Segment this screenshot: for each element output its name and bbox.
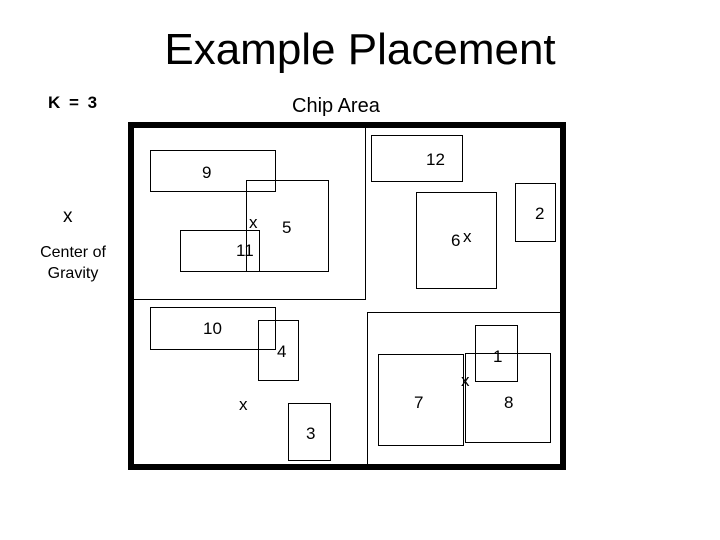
block-6 [416,192,497,289]
block-12 [371,135,463,182]
block-label-9: 9 [202,163,212,182]
block-3 [288,403,331,461]
block-5 [246,180,329,272]
chip-area-label: Chip Area [292,95,380,117]
block-4 [258,320,299,381]
partition-horizontal-left [134,299,366,300]
centroid-x-top-right: x [463,227,472,246]
page-title: Example Placement [164,25,556,74]
block-label-12: 12 [426,150,445,169]
partition-horizontal-right [367,312,560,313]
block-label-2: 2 [535,204,545,223]
block-10 [150,307,276,350]
block-7 [378,354,464,446]
legend-center-of-gravity: Center of Gravity [28,242,118,284]
block-label-6: 6 [451,231,461,250]
block-label-8: 8 [504,393,514,412]
partition-vertical-bottom [367,312,368,464]
chip-area [128,122,566,470]
block-label-1: 1 [493,347,503,366]
block-label-3: 3 [306,424,316,443]
block-label-4: 4 [277,342,287,361]
block-11 [180,230,260,272]
k-value-label: K = 3 [48,93,100,112]
legend-label-line2: Gravity [47,265,99,282]
block-label-7: 7 [414,393,424,412]
block-label-11: 11 [236,241,254,260]
partition-vertical-top [365,128,366,300]
block-2 [515,183,556,242]
block-8 [465,353,551,443]
block-label-5: 5 [282,218,292,237]
block-label-10: 10 [203,319,222,338]
centroid-x-bottom-left: x [239,395,248,414]
centroid-x-bottom-right: x [461,371,470,390]
block-9 [150,150,276,192]
legend-centroid-x: x [63,206,73,227]
centroid-x-top-left: x [249,213,258,232]
legend-label-line1: Center of [40,244,106,261]
